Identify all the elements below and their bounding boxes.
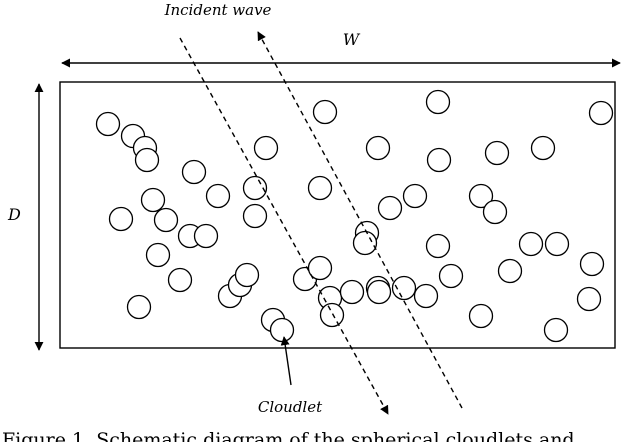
cloudlet-circle <box>95 111 121 137</box>
depth-label: D <box>7 205 21 224</box>
cloudlet-circle <box>319 302 345 328</box>
cloudlet-circle <box>484 140 510 166</box>
reflected-wave-arrow <box>257 31 463 409</box>
cloudlet-circle <box>234 262 260 288</box>
cloudlet-circle <box>352 230 378 256</box>
cloudlet-circle <box>153 207 179 233</box>
domain-box <box>59 81 616 349</box>
cloudlet-circle <box>543 317 569 343</box>
cloudlet-circle <box>391 275 417 301</box>
cloudlet-circle <box>167 267 193 293</box>
incident-wave-label: Incident wave <box>164 1 272 19</box>
cloudlet-circle <box>402 183 428 209</box>
cloudlet-circle <box>307 175 333 201</box>
cloudlet-circle <box>242 175 268 201</box>
cloudlet-circle <box>497 258 523 284</box>
cloudlet-circle <box>366 279 392 305</box>
cloudlet-circle <box>269 317 295 343</box>
cloudlet-label: Cloudlet <box>258 398 323 416</box>
cloudlet-circle <box>425 89 451 115</box>
cloudlet-circle <box>193 223 219 249</box>
cloudlet-circle <box>140 187 166 213</box>
cloudlet-circle <box>242 203 268 229</box>
cloudlet-circle <box>377 195 403 221</box>
cloudlet-circle <box>126 294 152 320</box>
cloudlet-circle <box>576 286 602 312</box>
cloudlet-circle <box>544 231 570 257</box>
cloudlet-circle <box>205 183 231 209</box>
cloudlet-circle <box>438 263 464 289</box>
cloudlet-circle <box>339 279 365 305</box>
cloudlet-pointer-arrow <box>280 336 292 386</box>
cloudlet-circle <box>530 135 556 161</box>
cloudlet-circle <box>518 231 544 257</box>
cloudlet-circle <box>426 147 452 173</box>
cloudlet-circle <box>181 159 207 185</box>
cloudlet-circle <box>145 242 171 268</box>
cloudlet-circle <box>312 99 338 125</box>
figure-caption: Figure 1. Schematic diagram of the spher… <box>2 429 575 442</box>
cloudlet-circle <box>307 255 333 281</box>
cloudlet-circle <box>588 100 614 126</box>
cloudlet-circle <box>468 303 494 329</box>
cloudlet-circle <box>425 233 451 259</box>
width-label: W <box>343 30 361 49</box>
cloudlet-circle <box>468 183 494 209</box>
cloudlet-circle <box>253 135 279 161</box>
cloudlet-circle <box>413 283 439 309</box>
cloudlet-group <box>95 89 614 343</box>
cloudlet-circle <box>365 135 391 161</box>
cloudlet-circle <box>134 147 160 173</box>
cloudlet-circle <box>482 199 508 225</box>
cloudlet-circle <box>108 206 134 232</box>
cloudlet-circle <box>579 251 605 277</box>
